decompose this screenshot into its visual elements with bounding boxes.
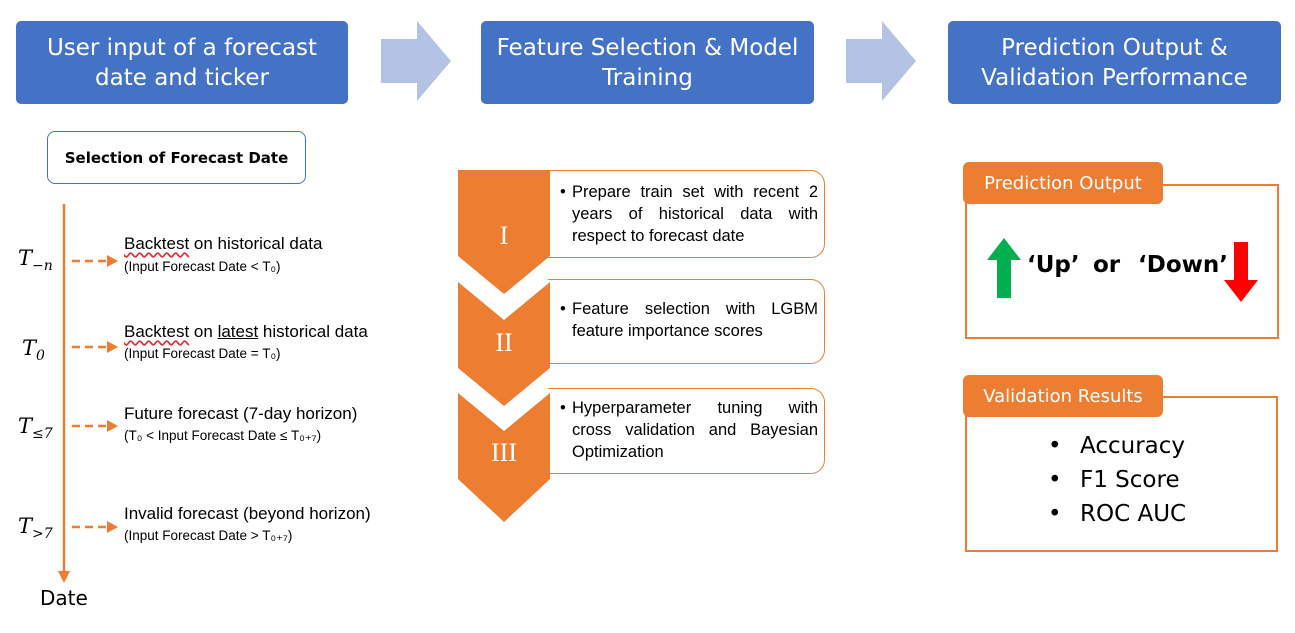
step-text-prepare-train-set: • Prepare train set with recent 2 years … (560, 183, 818, 245)
flow-arrow-2 (846, 21, 916, 101)
validation-results-panel (965, 396, 1278, 552)
validation-item: •ROC AUC (1048, 501, 1187, 527)
header-line: Prediction Output & (1001, 34, 1228, 61)
prediction-output-title: Prediction Output (963, 162, 1163, 204)
selection-title-box: Selection of Forecast Date (47, 131, 306, 184)
validation-results-title: Validation Results (963, 375, 1163, 417)
header-user-input: User input of a forecast date and ticker (16, 21, 348, 104)
step-numeral: II (495, 328, 513, 357)
timeline-row-detail: (Input Forecast Date < T₀) (124, 259, 281, 274)
bullet-icon: • (1048, 467, 1062, 493)
validation-item: •Accuracy (1048, 433, 1186, 459)
selection-title: Selection of Forecast Date (64, 148, 289, 167)
header-feature-selection: Feature Selection & Model Training (481, 21, 814, 104)
header-line: Training (602, 64, 693, 91)
up-arrow-icon (987, 238, 1021, 298)
timeline-row-future-forecast: Future forecast (7-day horizon) (124, 404, 358, 423)
timeline-row-backtest-latest: Backtest on latest historical data (124, 322, 368, 341)
timeline-row-invalid-forecast: Invalid forecast (beyond horizon) (124, 504, 371, 523)
timeline-axis-label: Date (40, 586, 88, 610)
step-numeral: III (491, 438, 517, 467)
timeline-label-t-le-7: T≤7 (18, 414, 53, 443)
flow-arrow-1 (381, 21, 451, 101)
timeline-label-t-gt-7: T>7 (18, 514, 53, 543)
timeline-label-t-minus-n: T−n (18, 246, 53, 275)
step-chevrons (458, 170, 550, 522)
header-line: Feature Selection & Model (496, 34, 799, 61)
step-numeral: I (499, 221, 509, 250)
bullet-icon: • (1048, 433, 1062, 459)
step-text-hyperparameter-tuning: • Hyperparameter tuning with cross valid… (560, 399, 818, 461)
step-box-3 (548, 388, 825, 474)
step-box-1 (548, 170, 825, 258)
header-line: User input of a forecast (46, 34, 318, 61)
prediction-or-label: or (1093, 252, 1121, 278)
bullet-icon: • (560, 399, 566, 417)
bullet-icon: • (560, 183, 566, 201)
bullet-icon: • (1048, 501, 1062, 527)
validation-item: •F1 Score (1048, 467, 1180, 493)
timeline-row-detail: (Input Forecast Date > T₀₊₇) (124, 528, 293, 543)
step-box-2 (548, 279, 825, 364)
step-text-feature-selection: • Feature selection with LGBM feature im… (560, 300, 818, 340)
prediction-up-label: ‘Up’ (1027, 252, 1080, 278)
timeline-label-t0: T0 (22, 336, 45, 365)
header-line: Validation Performance (981, 64, 1248, 91)
prediction-down-label: ‘Down’ (1138, 252, 1228, 278)
timeline-row-detail: (T₀ < Input Forecast Date ≤ T₀₊₇) (124, 428, 322, 443)
bullet-icon: • (560, 300, 566, 318)
timeline-row-detail: (Input Forecast Date = T₀) (124, 346, 281, 361)
down-arrow-icon (1224, 242, 1258, 302)
header-line: date and ticker (95, 64, 269, 91)
timeline-row-backtest-historical: Backtest on historical data (124, 234, 323, 253)
timeline-axis (58, 204, 118, 583)
header-prediction-output: Prediction Output & Validation Performan… (948, 21, 1281, 104)
